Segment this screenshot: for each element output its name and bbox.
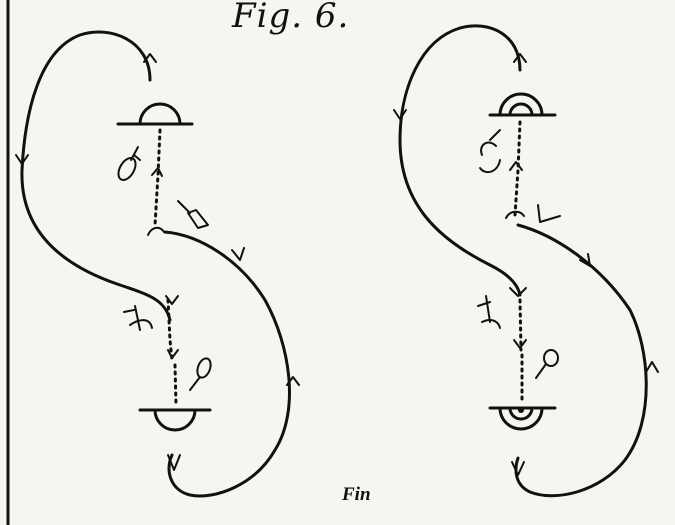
left-step-mark-3 (165, 295, 179, 305)
left-foot-glyph-2 (177, 200, 209, 229)
left-figure (15, 30, 300, 498)
right-arrow-curve (579, 253, 591, 267)
left-arrow-curve (231, 247, 245, 261)
right-figure (393, 24, 659, 498)
left-upper-path (20, 30, 172, 322)
left-foot-glyph-1 (117, 146, 141, 181)
left-dotted-upper (153, 128, 162, 227)
left-arrow-down (15, 154, 29, 165)
right-foot-glyph-4 (535, 349, 559, 379)
right-upper-marker (488, 92, 557, 117)
right-step-mark-5 (511, 461, 525, 476)
right-step-mark-1 (509, 161, 523, 171)
right-dotted-middle (518, 298, 523, 352)
left-lower-path (163, 230, 291, 498)
left-step-mark-5 (167, 454, 181, 471)
left-upper-marker (116, 102, 194, 126)
right-step-mark-4 (513, 339, 527, 349)
left-dotted-middle (166, 298, 174, 362)
figure-title: Fig. 6. (232, 0, 350, 36)
left-arrow-up (143, 53, 157, 63)
figure-caption: Fin (342, 484, 371, 505)
left-step-mark-4 (167, 349, 179, 359)
right-lower-path (514, 223, 648, 498)
left-lower-marker (138, 408, 212, 432)
left-arrow-right-side (286, 376, 300, 386)
right-foot-glyph-3 (477, 295, 501, 329)
right-foot-glyph-2 (537, 204, 561, 223)
left-foot-glyph-4 (189, 357, 212, 391)
right-arrow-right-side (645, 361, 659, 373)
right-dotted-upper (513, 120, 522, 217)
right-upper-path (398, 24, 522, 297)
right-arrow-up (513, 53, 527, 63)
left-step-mark-2 (147, 226, 165, 236)
right-arrow-down (393, 109, 407, 120)
right-lower-marker (488, 406, 557, 431)
right-step-mark-3 (509, 287, 527, 297)
left-foot-glyph-3 (123, 305, 153, 331)
left-dotted-lower (173, 363, 178, 407)
left-step-mark-1 (151, 167, 163, 177)
right-step-mark-2 (505, 210, 525, 219)
right-foot-glyph-1 (479, 129, 501, 174)
